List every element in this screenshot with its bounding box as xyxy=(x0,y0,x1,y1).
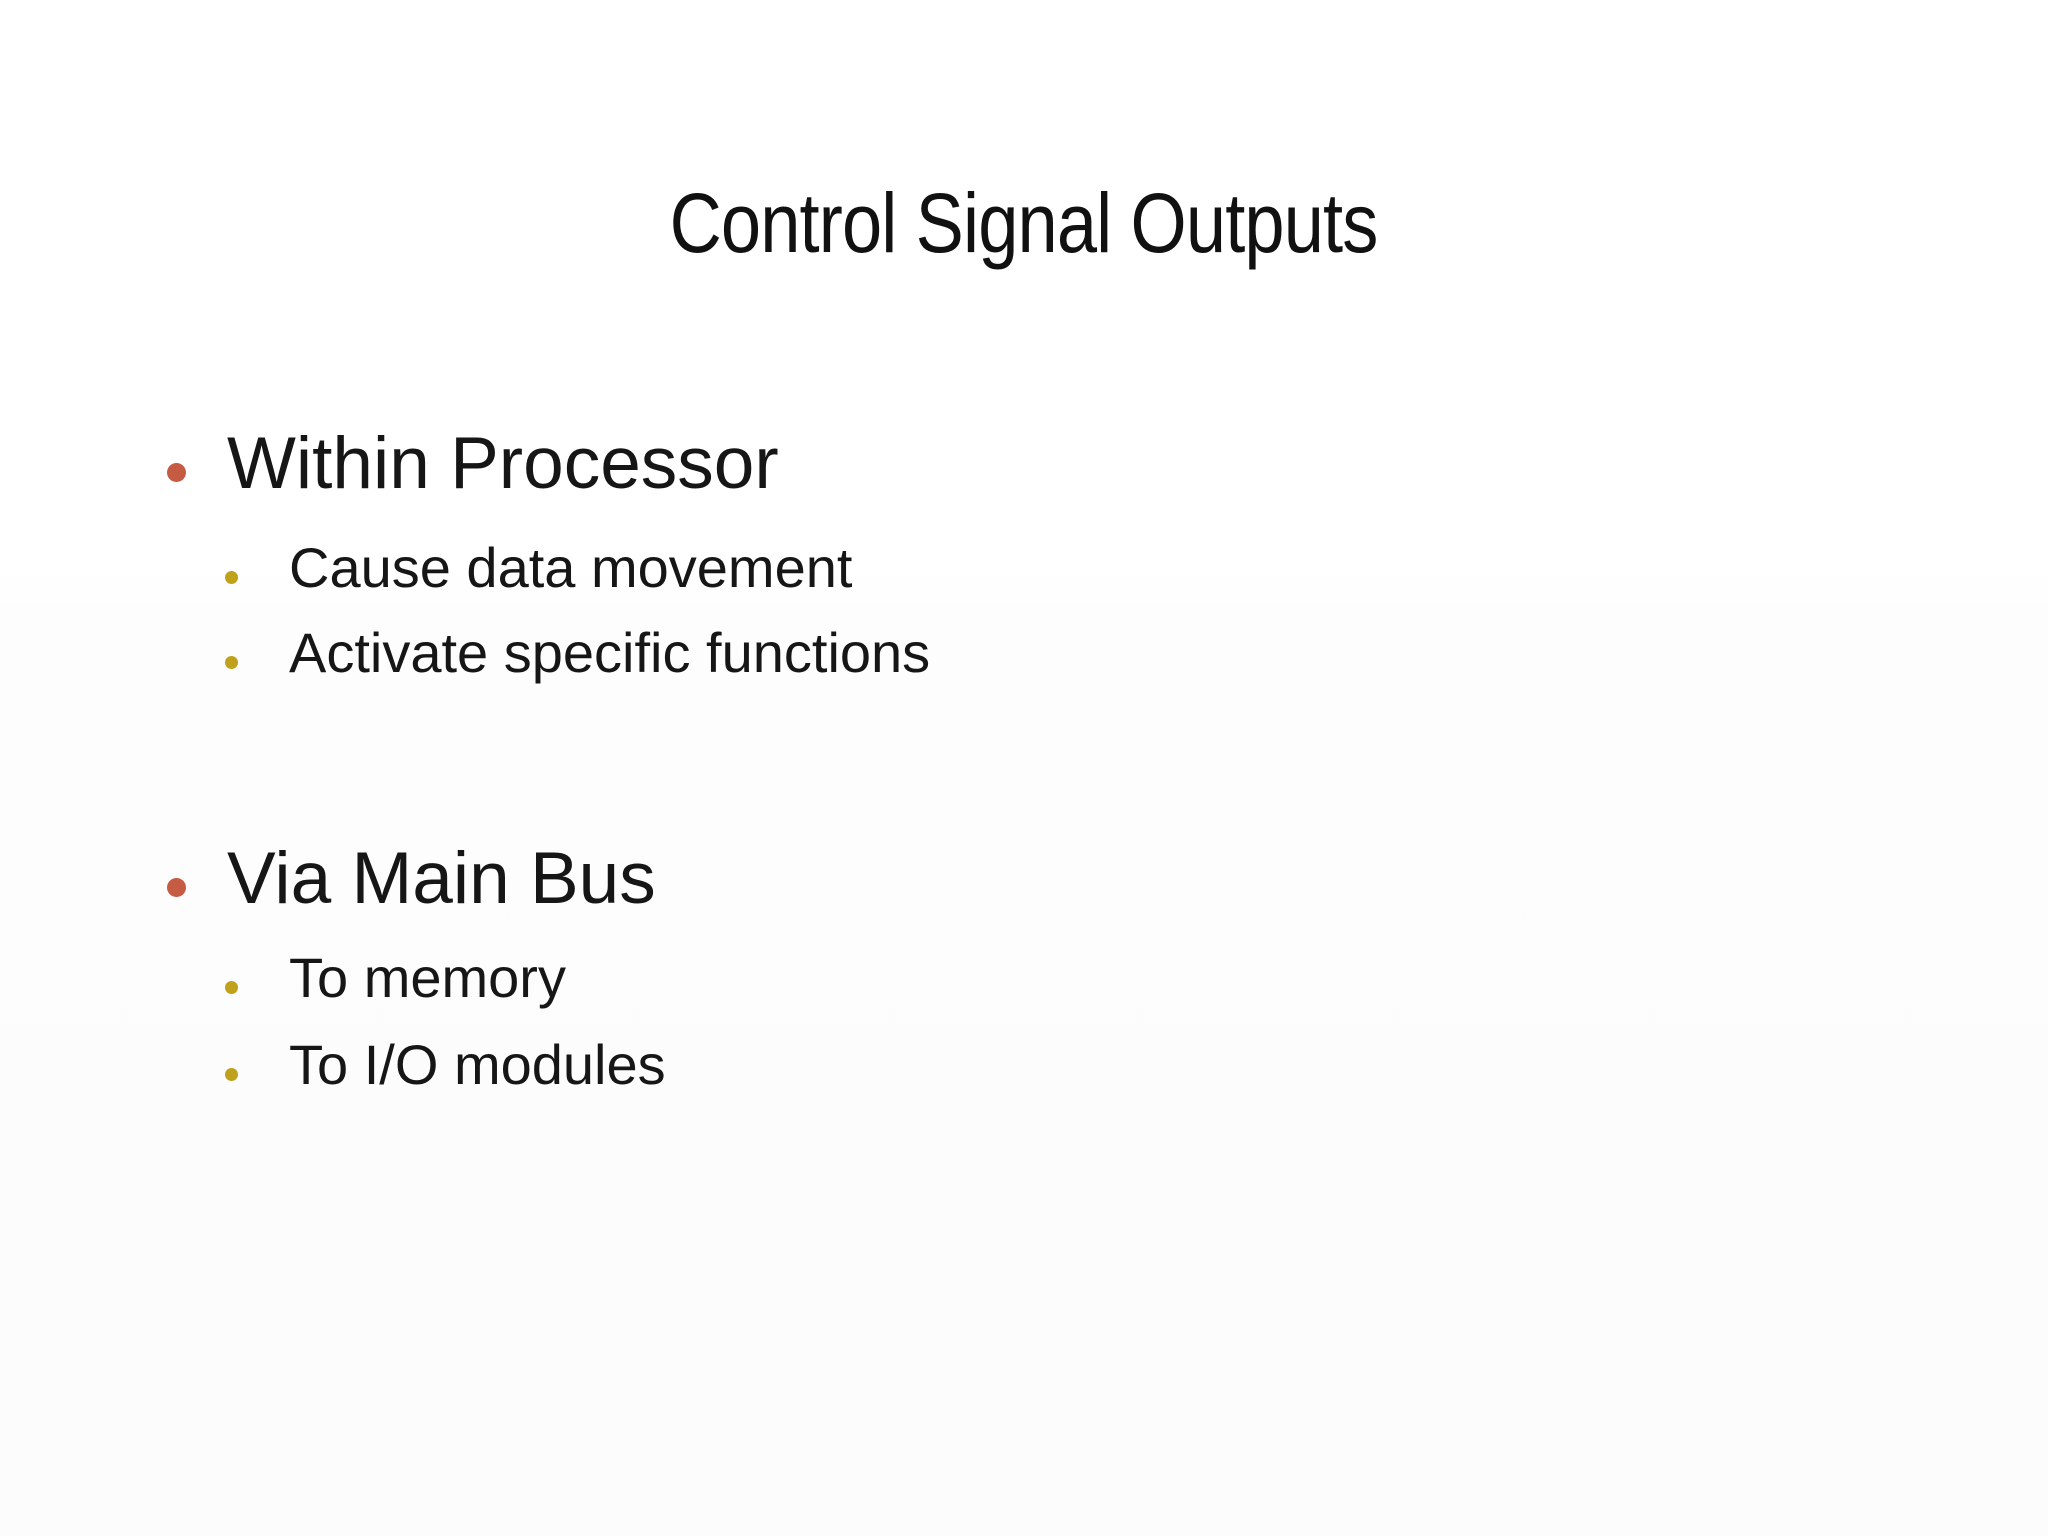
slide-title-text: Control Signal Outputs xyxy=(670,176,1379,270)
bullet-dot-level1 xyxy=(167,878,186,897)
slide-title: Control Signal Outputs xyxy=(0,181,2048,265)
bullet-dot-level2 xyxy=(225,981,238,994)
bullet-item-level2: To memory xyxy=(0,950,2048,1006)
bullet-dot-level2 xyxy=(225,1068,238,1081)
bullet-dot-level1 xyxy=(167,463,186,482)
bullet-item-level1: Via Main Bus xyxy=(0,842,2048,915)
bullet-dot-level2 xyxy=(225,571,238,584)
bullet-text: Cause data movement xyxy=(289,536,853,599)
bullet-dot-level2 xyxy=(225,656,238,669)
bullet-item-level2: Cause data movement xyxy=(0,540,2048,596)
bullet-item-level2: To I/O modules xyxy=(0,1037,2048,1093)
bullet-text: Activate specific functions xyxy=(289,621,931,684)
bullet-text: Via Main Bus xyxy=(227,838,656,919)
bullet-item-level2: Activate specific functions xyxy=(0,625,2048,681)
bullet-text: To I/O modules xyxy=(289,1033,666,1096)
bullet-item-level1: Within Processor xyxy=(0,427,2048,500)
bullet-text: Within Processor xyxy=(227,423,779,504)
bullet-text: To memory xyxy=(289,946,566,1009)
